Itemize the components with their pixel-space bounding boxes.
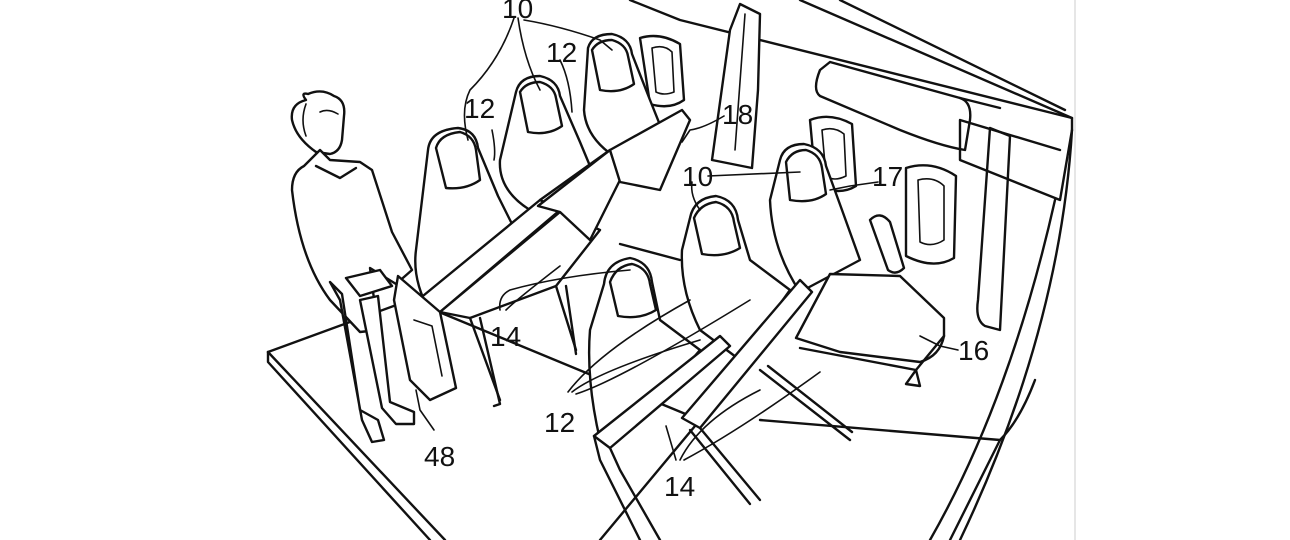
overhead-bin bbox=[814, 60, 1002, 152]
numeral-17: 17 bbox=[872, 161, 903, 192]
numeral-16: 16 bbox=[958, 335, 989, 366]
numeral-12-top-left: 12 bbox=[464, 93, 495, 124]
numeral-14-bottom: 14 bbox=[664, 471, 695, 502]
seat-row-left bbox=[414, 32, 692, 408]
partition-panel bbox=[710, 2, 762, 170]
numeral-48: 48 bbox=[424, 441, 455, 472]
numeral-10-top: 10 bbox=[502, 0, 533, 24]
door-panel bbox=[976, 126, 1012, 332]
seat-row-right bbox=[587, 142, 946, 540]
numeral-12-top-right: 12 bbox=[546, 37, 577, 68]
reference-numerals: 10 12 12 18 10 17 16 14 12 14 48 bbox=[424, 0, 989, 502]
page-border-line bbox=[1074, 0, 1076, 540]
leader-lines bbox=[415, 17, 959, 461]
person-figure bbox=[290, 90, 458, 444]
numeral-12-bottom: 12 bbox=[544, 407, 575, 438]
numeral-14-top: 14 bbox=[490, 321, 521, 352]
cabin-wall bbox=[628, 0, 1074, 540]
armrest bbox=[868, 214, 906, 274]
numeral-10-mid: 10 bbox=[682, 161, 713, 192]
numeral-18: 18 bbox=[722, 99, 753, 130]
